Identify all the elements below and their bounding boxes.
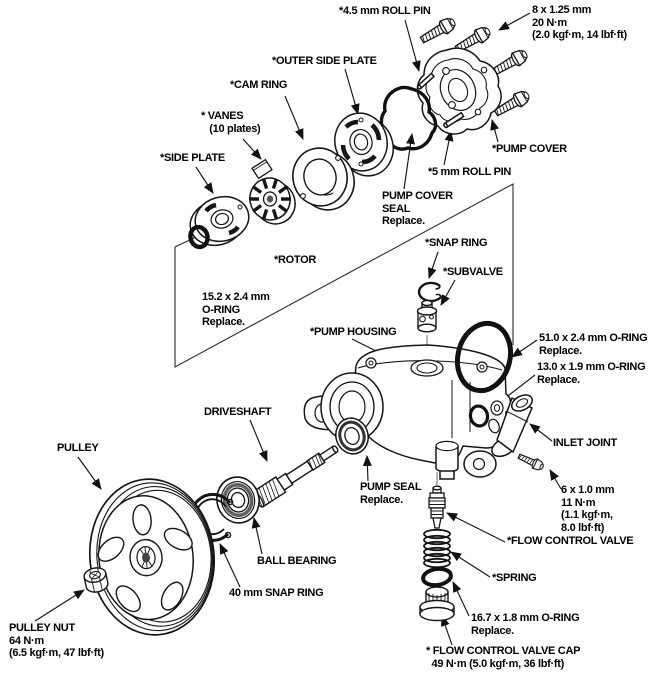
- o-ring-16-7-drawing: [421, 566, 453, 588]
- leader-lines: [34, 12, 562, 646]
- label-o-ring-51-0: 51.0 x 2.4 mm O-RING Replace.: [539, 332, 648, 357]
- flow-control-valve-drawing: [428, 485, 446, 529]
- label-driveshaft: DRIVESHAFT: [204, 406, 272, 418]
- label-pump-cover: *PUMP COVER: [492, 143, 567, 155]
- label-roll-pin-5: *5 mm ROLL PIN: [428, 166, 512, 178]
- label-inlet-joint: INLET JOINT: [553, 437, 617, 449]
- label-pulley: PULLEY: [57, 442, 99, 454]
- label-cam-ring: *CAM RING: [230, 79, 288, 91]
- ball-bearing-drawing: [216, 476, 260, 524]
- label-ball-bearing: BALL BEARING: [257, 555, 337, 567]
- label-cover-bolts: 8 x 1.25 mm 20 N·m (2.0 kgf·m, 14 lbf·ft…: [532, 4, 627, 41]
- label-o-ring-13-0: 13.0 x 1.9 mm O-RING Replace.: [537, 361, 646, 386]
- vanes-drawing: [251, 158, 273, 180]
- label-roll-pin-4-5: *4.5 mm ROLL PIN: [339, 5, 431, 17]
- inlet-joint-drawing: [488, 394, 534, 458]
- label-side-plate: *SIDE PLATE: [160, 152, 225, 164]
- label-o-ring-15-2: 15.2 x 2.4 mm O-RING Replace.: [202, 291, 270, 328]
- pulley-nut-drawing: [83, 567, 109, 593]
- label-outer-side-plate: *OUTER SIDE PLATE: [272, 55, 377, 67]
- o-ring-51-0-drawing: [454, 320, 514, 394]
- label-o-ring-16-7: 16.7 x 1.8 mm O-RING Replace.: [471, 612, 580, 637]
- flow-control-valve-cap-drawing: [419, 586, 455, 622]
- driveshaft-drawing: [251, 445, 339, 508]
- cam-ring-drawing: [292, 147, 355, 211]
- outer-side-plate-drawing: [334, 112, 394, 177]
- label-pump-housing: *PUMP HOUSING: [310, 326, 397, 338]
- label-vanes: * VANES (10 plates): [201, 110, 261, 135]
- label-flow-control-valve: *FLOW CONTROL VALVE: [507, 535, 634, 547]
- label-snap-ring-40mm: 40 mm SNAP RING: [229, 587, 324, 599]
- subvalve-drawing: [416, 299, 438, 333]
- label-pump-cover-seal: PUMP COVER SEAL Replace.: [382, 190, 453, 227]
- o-ring-13-0-drawing: [468, 404, 490, 428]
- label-inlet-bolt: 6 x 1.0 mm 11 N·m (1.1 kgf·m, 8.0 lbf·ft…: [561, 484, 615, 534]
- roll-pin-4-5-drawing: [416, 72, 436, 90]
- label-spring: *SPRING: [492, 572, 537, 584]
- pump-seal-drawing: [335, 417, 369, 455]
- roll-pin-5-drawing: [443, 111, 465, 129]
- pump-housing-drawing: [303, 344, 512, 480]
- snap-ring-drawing: [417, 281, 442, 303]
- pulley-drawing: [88, 478, 216, 636]
- label-snap-ring: *SNAP RING: [425, 237, 488, 249]
- spring-drawing: [423, 528, 451, 569]
- label-flow-control-valve-cap: * FLOW CONTROL VALVE CAP 49 N·m (5.0 kgf…: [426, 645, 581, 670]
- o-ring-15-2-drawing: [188, 224, 210, 250]
- label-pump-seal: PUMP SEAL Replace.: [360, 481, 422, 506]
- label-rotor: *ROTOR: [274, 254, 317, 266]
- inlet-bolt-drawing: [517, 453, 544, 471]
- label-subvalve: *SUBVALVE: [443, 266, 503, 278]
- rotor-drawing: [249, 177, 296, 225]
- pump-cover-drawing: [416, 47, 502, 135]
- side-plate-drawing: [189, 195, 250, 247]
- label-pulley-nut: PULLEY NUT 64 N·m (6.5 kgf·m, 47 lbf·ft): [9, 622, 104, 659]
